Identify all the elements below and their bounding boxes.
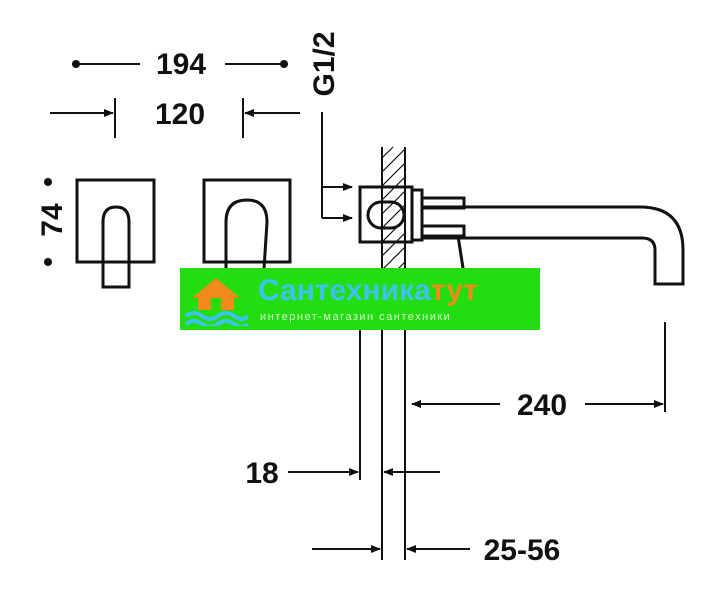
dim-g12-label: G1/2 xyxy=(308,31,341,96)
dim-120-label: 120 xyxy=(155,98,205,131)
dim-74-label: 74 xyxy=(36,203,69,237)
left-cover-plate xyxy=(75,178,156,289)
watermark-title-main: Сантехника xyxy=(258,274,431,307)
dimension-194: 194 xyxy=(72,48,288,81)
dim-18-label: 18 xyxy=(245,457,278,490)
dim-25-56-label: 25-56 xyxy=(484,534,561,567)
dimension-25-56: 25-56 xyxy=(312,534,560,567)
dimension-18: 18 xyxy=(245,457,440,490)
mixer-side-view xyxy=(358,185,685,301)
watermark-banner: Сантехникатут интернет-магазин сантехник… xyxy=(180,268,540,330)
dimension-g12: G1/2 xyxy=(308,31,353,222)
right-cover-plate xyxy=(202,178,292,302)
house-waves-icon xyxy=(184,278,248,326)
dimension-240: 240 xyxy=(411,322,666,422)
watermark-title-accent: тут xyxy=(430,274,478,307)
dimension-74: 74 xyxy=(36,178,69,266)
watermark-subtitle: интернет-магазин сантехники xyxy=(260,311,452,323)
watermark-title: Сантехникатут xyxy=(258,274,478,308)
extension-lines xyxy=(359,330,406,560)
dim-194-label: 194 xyxy=(156,48,206,81)
dimension-120: 120 xyxy=(50,98,300,138)
dim-240-label: 240 xyxy=(517,389,567,422)
